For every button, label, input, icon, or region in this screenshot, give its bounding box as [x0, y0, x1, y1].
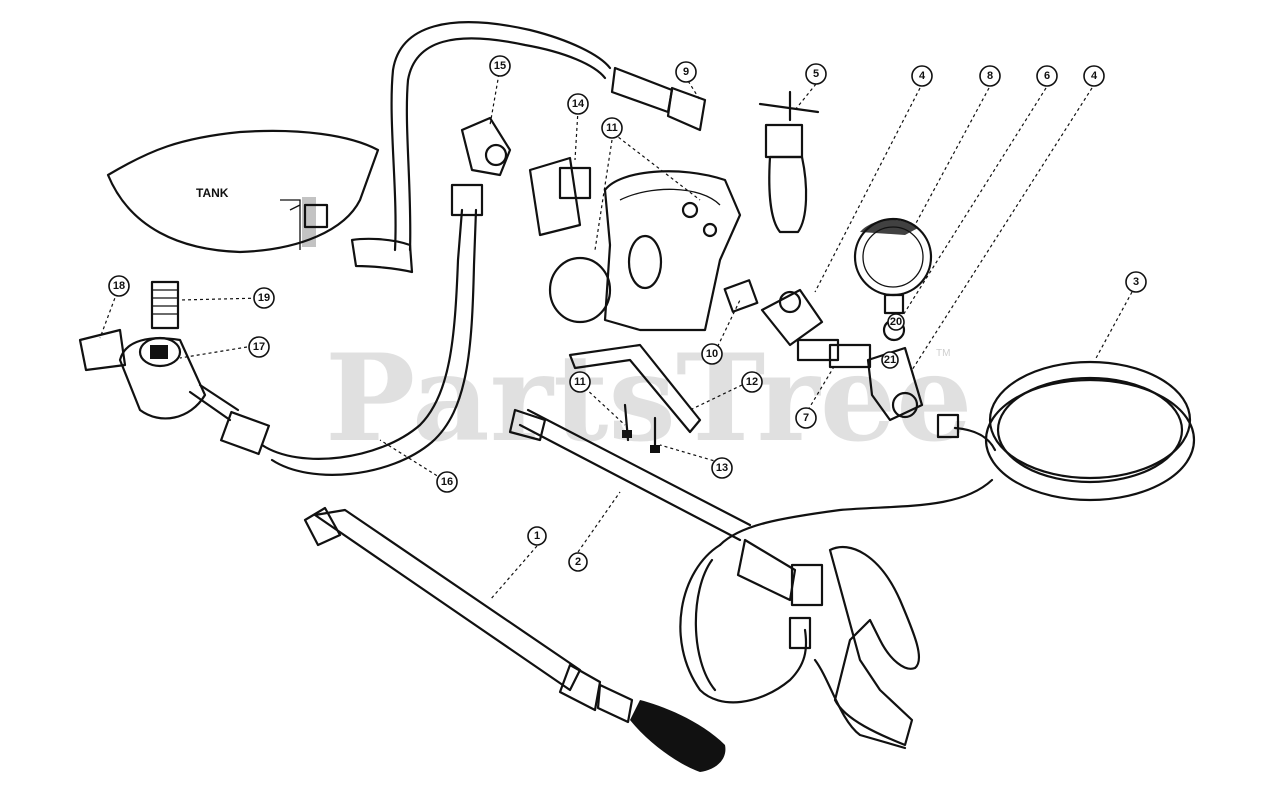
callout-7-label: 7 [803, 412, 809, 424]
hose-upper [350, 21, 707, 274]
callout-11a: 11 [601, 117, 623, 139]
callout-20: 20 [887, 313, 905, 331]
callout-11b-label: 11 [574, 376, 586, 388]
callout-6-label: 6 [1044, 70, 1050, 82]
watermark-text: PartsTree [325, 328, 972, 469]
callout-6: 6 [1036, 65, 1058, 87]
callout-3-label: 3 [1133, 276, 1139, 288]
callout-14: 14 [567, 93, 589, 115]
watermark: PartsTree TM [325, 328, 972, 469]
elbow-15 [460, 116, 512, 177]
callout-5-label: 5 [813, 68, 819, 80]
leader-lines [99, 67, 1133, 601]
callout-20-label: 20 [890, 316, 902, 328]
callout-2: 2 [568, 552, 588, 572]
callout-9-label: 9 [683, 66, 689, 78]
callout-13-label: 13 [716, 462, 728, 474]
fittings-right [760, 288, 960, 439]
callout-7: 7 [795, 407, 817, 429]
callout-12: 12 [741, 371, 763, 393]
callout-21-label: 21 [884, 354, 896, 366]
callout-19: 19 [253, 287, 275, 309]
callout-17-label: 17 [253, 341, 265, 353]
callout-4b: 4 [1083, 65, 1105, 87]
callout-11b: 11 [569, 371, 591, 393]
callout-1-label: 1 [534, 530, 540, 542]
callout-15-label: 15 [494, 60, 506, 72]
callout-10: 10 [701, 343, 723, 365]
callout-16: 16 [436, 471, 458, 493]
callout-9: 9 [675, 61, 697, 83]
callout-14-label: 14 [572, 98, 585, 110]
callout-16-label: 16 [441, 476, 453, 488]
wand-1 [303, 506, 726, 772]
callout-8-label: 8 [987, 70, 993, 82]
hose-gun-2 [508, 408, 808, 704]
callout-4b-label: 4 [1091, 70, 1098, 82]
callout-19-label: 19 [258, 292, 270, 304]
callout-4a-label: 4 [919, 70, 926, 82]
left-fittings [78, 280, 271, 456]
callout-10-label: 10 [706, 348, 718, 360]
tank: TANK [106, 129, 380, 254]
callout-3: 3 [1125, 271, 1147, 293]
callout-4a: 4 [911, 65, 933, 87]
valve-5 [758, 90, 820, 234]
callout-18: 18 [108, 275, 130, 297]
callout-21: 21 [881, 351, 899, 369]
callout-5: 5 [805, 63, 827, 85]
callout-18-label: 18 [113, 280, 125, 292]
callout-15: 15 [489, 55, 511, 77]
callout-11a-label: 11 [606, 122, 618, 134]
callout-1: 1 [527, 526, 547, 546]
callout-13: 13 [711, 457, 733, 479]
bracket-12 [568, 343, 702, 453]
hose-coil-3 [718, 360, 1196, 547]
callout-2-label: 2 [575, 556, 581, 568]
hose-16 [260, 183, 484, 476]
watermark-trademark: TM [936, 348, 950, 359]
callout-12-label: 12 [746, 376, 758, 388]
tank-label: TANK [196, 186, 229, 200]
pump [528, 156, 759, 332]
callout-17: 17 [248, 336, 270, 358]
spray-gun [736, 538, 920, 750]
callout-8: 8 [979, 65, 1001, 87]
